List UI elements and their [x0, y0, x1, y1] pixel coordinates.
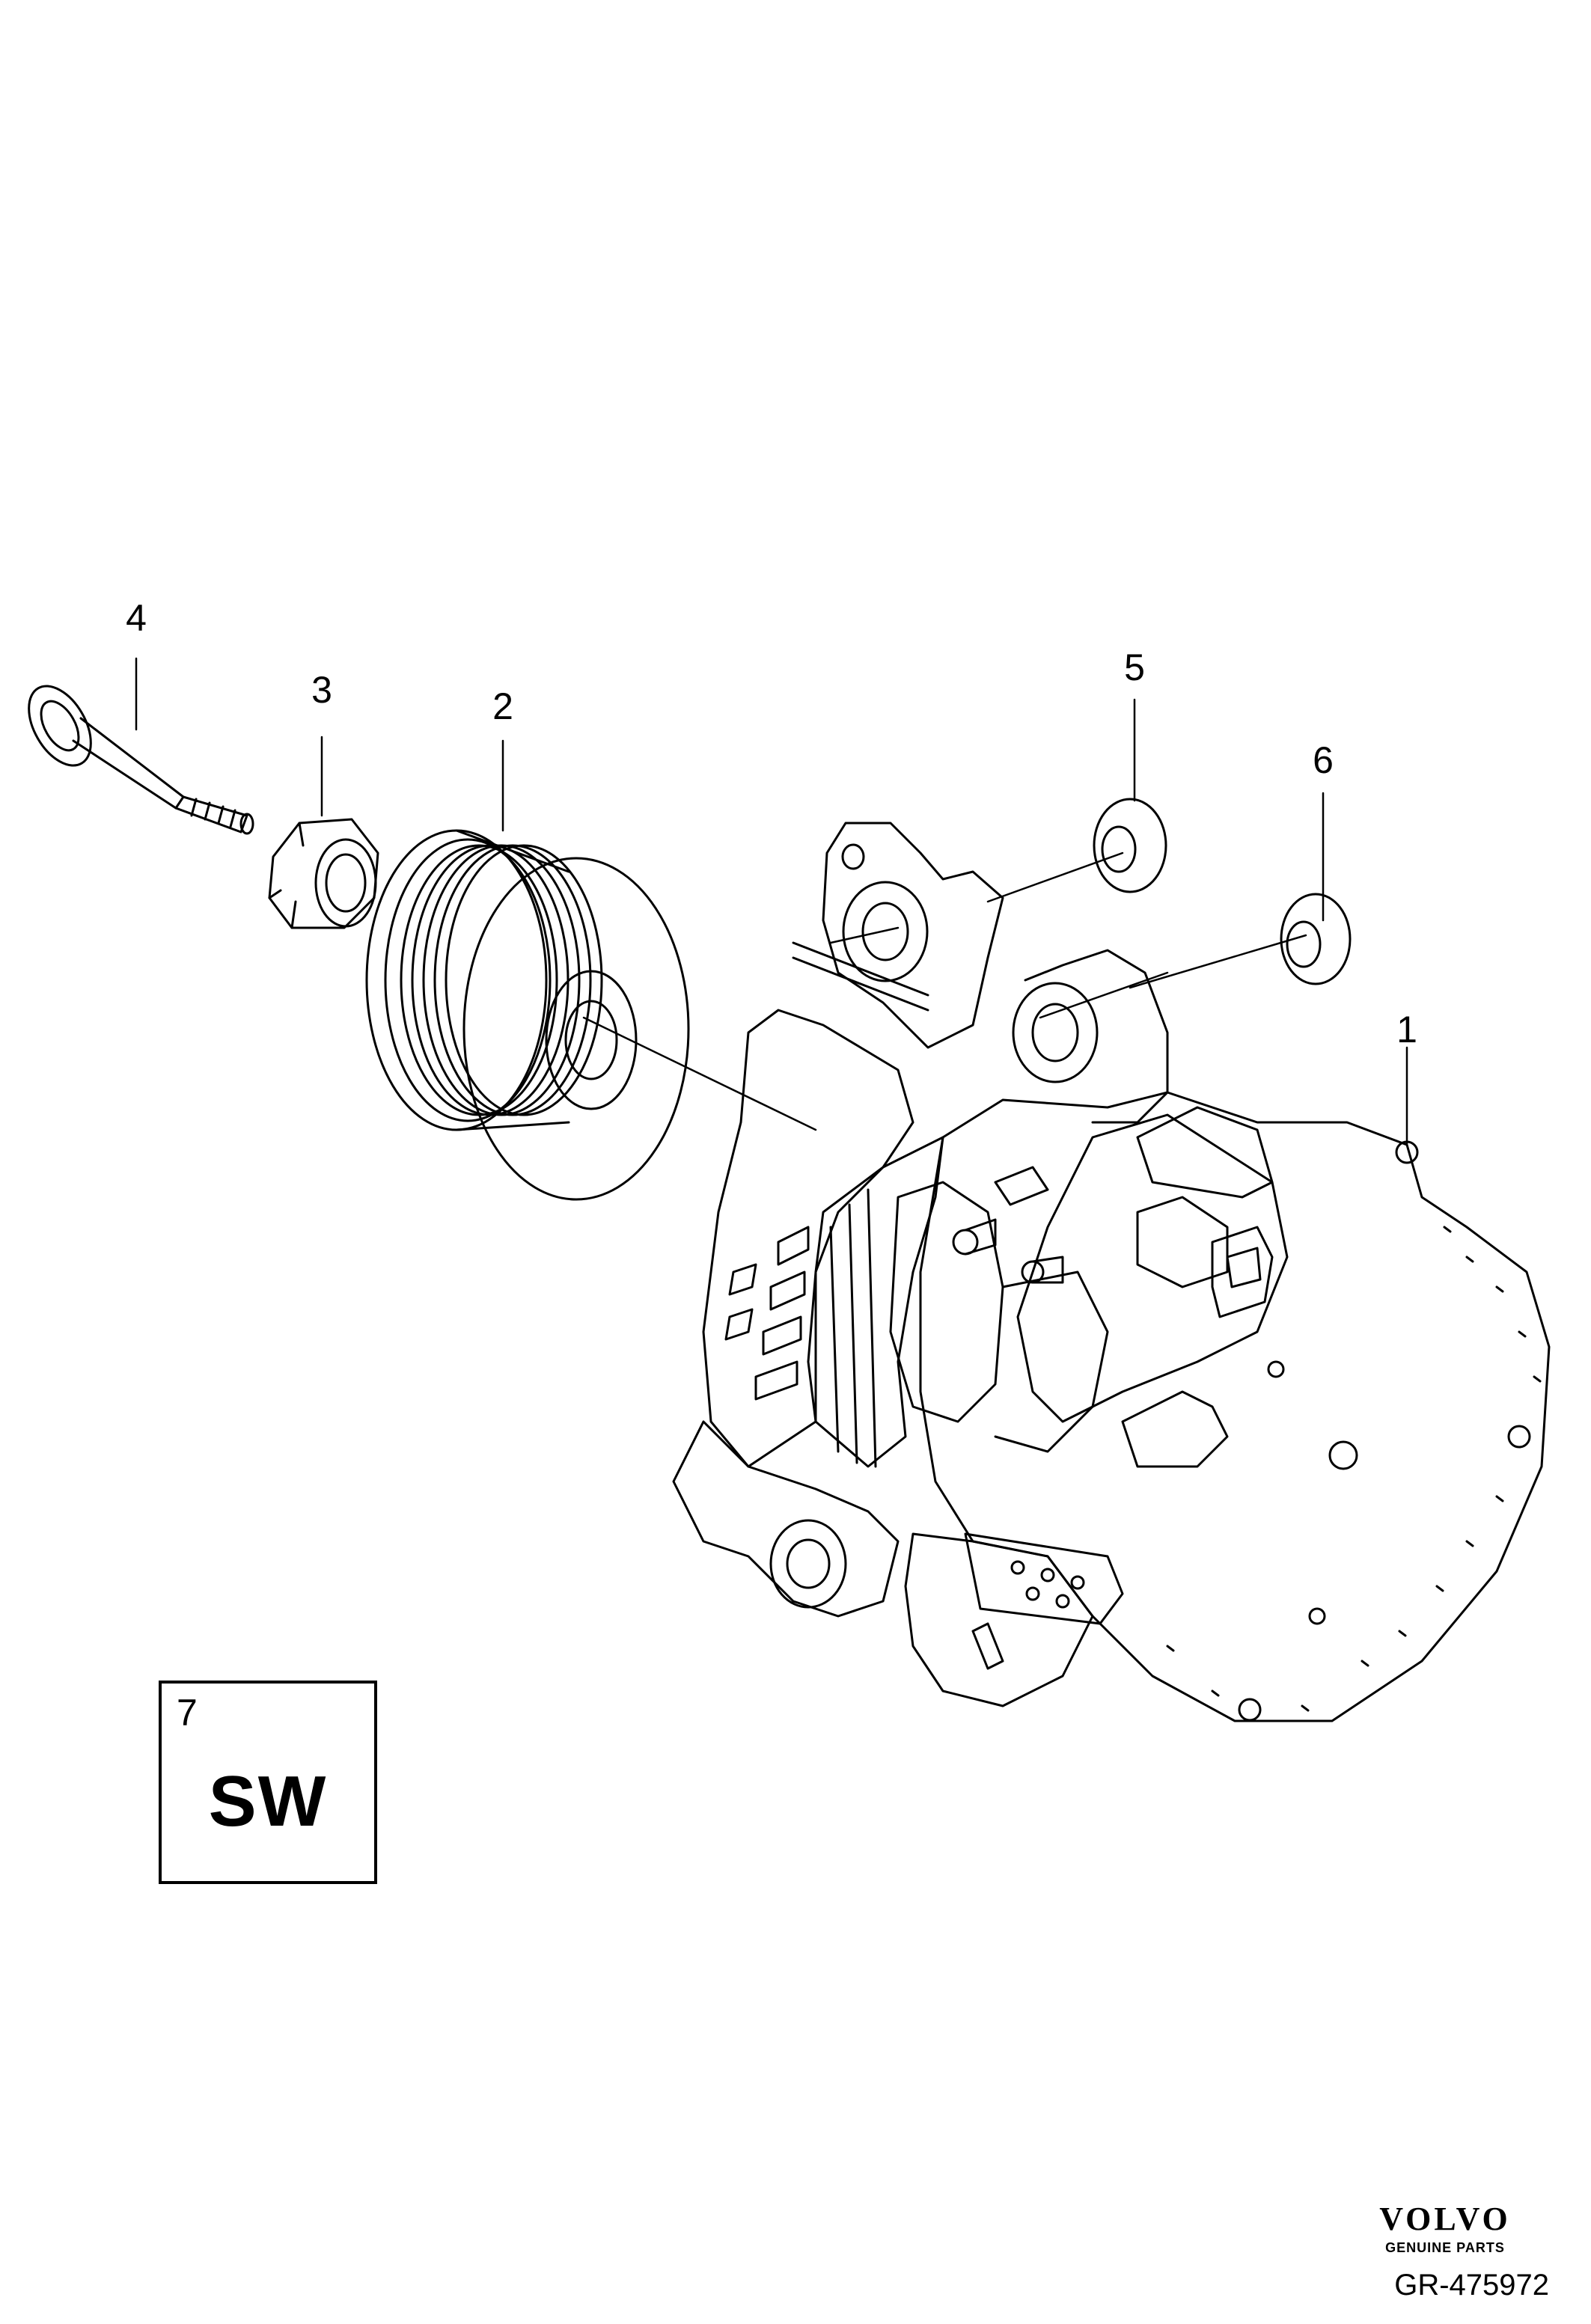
- bolt-part-4: [28, 685, 254, 835]
- washer-part-5: [1093, 798, 1167, 893]
- figure-code: GR-475972: [1394, 2269, 1549, 2302]
- callout-3: 3: [311, 669, 332, 711]
- callout-1: 1: [1396, 1009, 1417, 1051]
- alternator-part-1: [672, 822, 1551, 1722]
- leader-lines: [135, 657, 1408, 1146]
- kit-box: 7 SW: [159, 1681, 377, 1884]
- washer-part-6: [1280, 893, 1352, 985]
- brand-logo: VOLVO GENUINE PARTS: [1344, 2203, 1546, 2256]
- brand-name: VOLVO: [1379, 2201, 1511, 2237]
- callout-2: 2: [492, 685, 513, 727]
- kit-number: 7: [177, 1692, 198, 1734]
- nut-part-3: [268, 818, 379, 929]
- callout-6: 6: [1313, 739, 1334, 781]
- pulley-part-2: [365, 829, 690, 1201]
- kit-code: SW: [208, 1761, 328, 1841]
- brand-tagline: GENUINE PARTS: [1385, 2240, 1505, 2255]
- callout-5: 5: [1124, 646, 1145, 688]
- callout-4: 4: [126, 597, 147, 639]
